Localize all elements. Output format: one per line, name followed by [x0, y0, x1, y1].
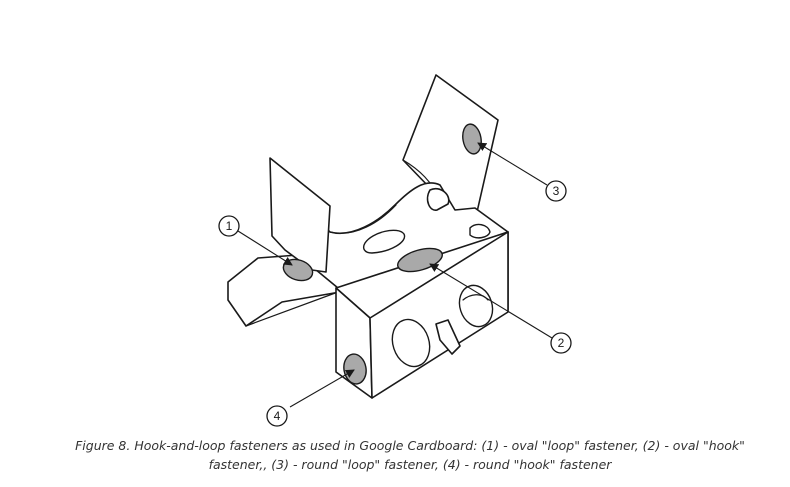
leader-lines [237, 142, 553, 408]
top-panel [299, 182, 509, 291]
callout-1: 1 [218, 215, 240, 237]
left-upright-flap [269, 157, 331, 273]
callout-2-label: 2 [558, 336, 565, 350]
leader-line-1 [237, 230, 293, 266]
callout-1-label: 1 [226, 219, 233, 233]
viewer-box [335, 231, 509, 399]
leader-line-3 [477, 142, 548, 186]
callout-3-label: 3 [553, 184, 560, 198]
fastener-round-loop [462, 123, 482, 155]
leader-line-2 [429, 263, 553, 339]
callout-2: 2 [550, 332, 572, 354]
caption-line-2: fastener,, (3) - round "loop" fastener, … [208, 457, 612, 472]
caption-line-1: Figure 8. Hook-and-loop fasteners as use… [75, 438, 745, 453]
callout-3: 3 [545, 180, 567, 202]
callout-4-label: 4 [274, 409, 281, 423]
leader-line-4 [289, 369, 355, 408]
callout-4: 4 [266, 405, 288, 427]
figure-caption: Figure 8. Hook-and-loop fasteners as use… [40, 436, 780, 474]
